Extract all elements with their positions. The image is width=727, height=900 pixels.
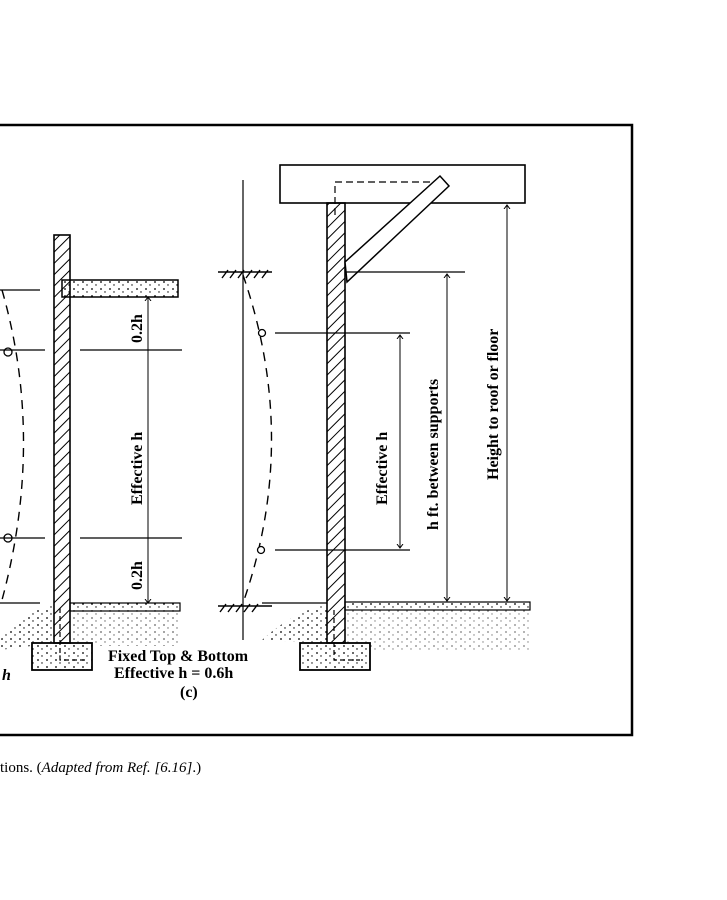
label-effective-h-left: Effective h [129, 432, 146, 505]
support-hatch-top [218, 269, 272, 279]
label-bottom-02h: 0.2h [129, 561, 146, 590]
label-effective-h-right: Effective h [374, 432, 391, 505]
footing-right [299, 642, 371, 671]
right-wall-detail: Effective h h ft. between supports Heigh… [218, 164, 531, 671]
figure-caption: tions. (Adapted from Ref. [6.16].) [0, 760, 201, 777]
deflected-shape-left [1, 289, 25, 601]
support-hatch-bottom [218, 603, 272, 613]
partial-h-label: h [2, 667, 11, 684]
label-height-to-roof: Height to roof or floor [485, 329, 502, 480]
panel-label: (c) [180, 684, 198, 701]
caption-ref: [6.16] [150, 760, 193, 776]
condition-title: Fixed Top & Bottom [108, 648, 249, 665]
caption-suffix: .) [192, 760, 202, 776]
figure-frame [0, 123, 634, 737]
wall-right [326, 202, 346, 644]
roof-beam [279, 164, 526, 204]
diagonal-brace [344, 174, 451, 284]
condition-formula: Effective h = 0.6h [114, 665, 233, 682]
caption-prefix: tions. ( [0, 760, 42, 776]
caption-source: Adapted from Ref. [41, 760, 151, 776]
left-wall-detail: 0.2h Effective h 0.2h h [0, 234, 182, 684]
footing-left [31, 642, 93, 671]
floor-slab-left [61, 279, 179, 298]
label-top-02h: 0.2h [129, 314, 146, 343]
label-between-supports: h ft. between supports [425, 379, 442, 530]
deflected-shape-right [242, 274, 273, 604]
